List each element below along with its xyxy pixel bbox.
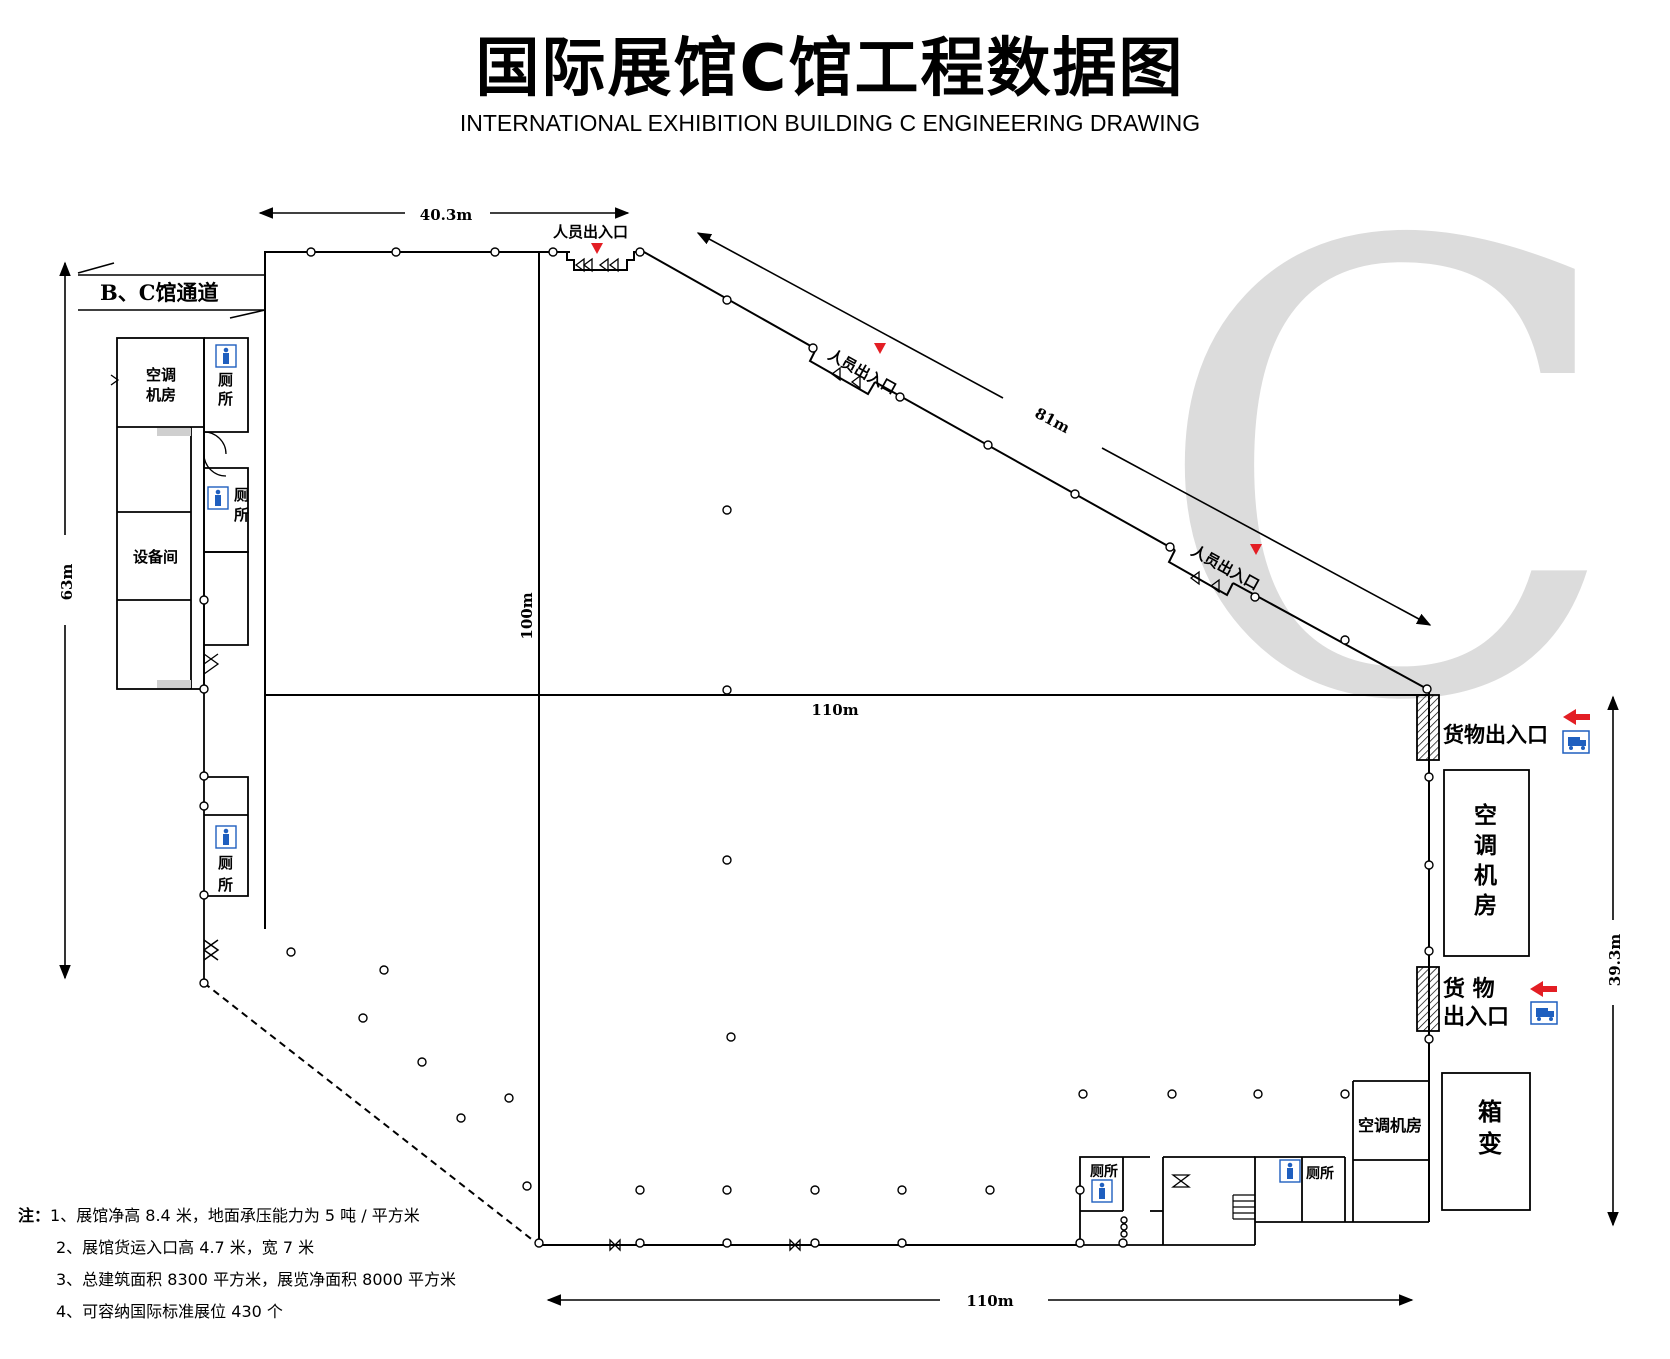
cargo-door-2	[1416, 966, 1440, 1032]
room-ac-right-4: 房	[1474, 892, 1497, 919]
dimension-lines	[59, 207, 1619, 1306]
toilet-sign-icon	[1091, 1179, 1113, 1203]
wall-shade	[157, 680, 191, 688]
stairs-icon	[1232, 1194, 1255, 1220]
note-item-4: 4、可容纳国际标准展位 430 个	[56, 1302, 283, 1321]
column-markers	[199, 247, 1434, 1248]
bc-passage-label: B、C馆通道	[100, 280, 218, 305]
page-title: 国际展馆C馆工程数据图	[475, 32, 1185, 106]
room-ac-bottom: 空调机房	[1358, 1116, 1422, 1135]
room-substation-2: 变	[1478, 1130, 1502, 1158]
cargo-door-1	[1416, 694, 1440, 761]
building-outline	[264, 251, 1430, 1246]
cargo-entrance-label-2b: 出入口	[1443, 1005, 1509, 1030]
room-ac-left-2: 机房	[146, 386, 176, 404]
toilet-sign-icon	[215, 825, 237, 849]
cargo-entrance-label-2a: 货 物	[1443, 976, 1495, 1002]
note-item-1: 注：1、展馆净高 8.4 米，地面承压能力为 5 吨 / 平方米	[18, 1206, 420, 1225]
room-ac-right-1: 空	[1474, 802, 1497, 829]
door-icon	[203, 939, 220, 961]
cargo-entrance-label-1: 货物出入口	[1443, 723, 1548, 747]
left-annex	[116, 337, 249, 983]
room-ac-left: 空调	[146, 366, 176, 384]
room-toilet-1: 厕	[218, 371, 233, 389]
title-block: 国际展馆C馆工程数据图 INTERNATIONAL EXHIBITION BUI…	[440, 30, 1220, 138]
room-ac-right-2: 调	[1474, 833, 1497, 859]
toilet-sign-icon	[207, 486, 229, 510]
door-icon	[203, 653, 220, 675]
door-icon	[203, 431, 227, 455]
entrance-marker-icon	[874, 343, 886, 354]
dim-inner-vertical: 100m	[518, 592, 536, 639]
dim-bottom: 110m	[966, 1292, 1013, 1310]
room-toilet-1b: 所	[218, 390, 233, 408]
room-equipment: 设备间	[133, 548, 178, 566]
room-toilet-3: 厕	[218, 854, 233, 872]
dim-diagonal: 81m	[1032, 404, 1073, 437]
red-arrow-icon	[1563, 709, 1590, 725]
room-substation-1: 箱	[1478, 1098, 1502, 1126]
toilet-sign-icon	[215, 344, 237, 368]
truck-icon	[1530, 1001, 1558, 1025]
dashed-boundary	[203, 982, 540, 1246]
note-item-3: 3、总建筑面积 8300 平方米，展览净面积 8000 平方米	[56, 1270, 456, 1289]
dim-left: 63m	[58, 564, 76, 601]
entrance-marker-icon	[1250, 544, 1262, 555]
entrance-door-symbols	[574, 257, 1220, 1252]
door-icon	[203, 453, 227, 477]
truck-icon	[1562, 730, 1590, 754]
entrance-label-top: 人员出入口	[553, 223, 628, 241]
wall-shade	[157, 428, 191, 436]
notes: 注：1、展馆净高 8.4 米，地面承压能力为 5 吨 / 平方米 2、展馆货运入…	[18, 1200, 456, 1328]
room-ac-right-3: 机	[1474, 863, 1497, 889]
right-annex	[1079, 769, 1531, 1246]
room-toilet-3b: 所	[218, 876, 233, 894]
room-toilet-bottom-1: 厕所	[1090, 1163, 1118, 1180]
door-icon	[1171, 1174, 1191, 1188]
red-arrow-icon	[1530, 981, 1557, 997]
notes-head: 注：	[18, 1206, 51, 1225]
entrance-marker-icon	[591, 243, 603, 254]
dim-right: 39.3m	[1606, 934, 1624, 987]
room-toilet-2: 厕	[234, 486, 249, 504]
page-subtitle: INTERNATIONAL EXHIBITION BUILDING C ENGI…	[459, 110, 1201, 136]
room-toilet-bottom-2: 厕所	[1306, 1165, 1334, 1182]
toilet-sign-icon	[1279, 1159, 1301, 1183]
room-toilet-2b: 所	[234, 506, 249, 524]
dim-top: 40.3m	[420, 206, 473, 224]
door-icon	[110, 374, 120, 386]
watermark-c: C	[1150, 116, 1624, 837]
note-item-2: 2、展馆货运入口高 4.7 米，宽 7 米	[56, 1238, 315, 1257]
dim-middle: 110m	[811, 701, 858, 719]
